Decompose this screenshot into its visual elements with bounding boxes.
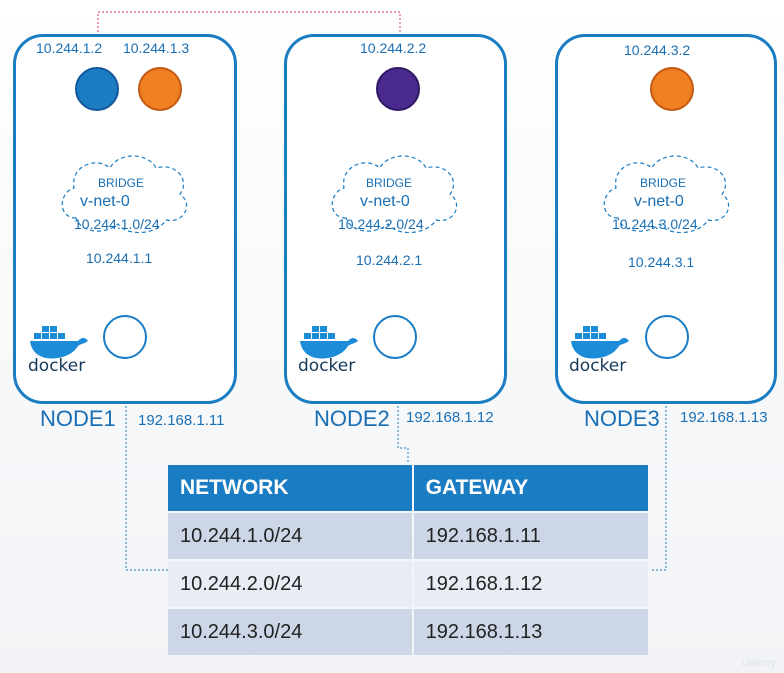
table-row: 10.244.2.0/24 192.168.1.12 bbox=[168, 561, 648, 607]
route-network-cell: 10.244.3.0/24 bbox=[168, 609, 412, 655]
node1-pod1 bbox=[75, 67, 119, 111]
node1-bridge-subnet: 10.244.1.0/24 bbox=[74, 216, 160, 232]
table-row: 10.244.3.0/24 192.168.1.13 bbox=[168, 609, 648, 655]
node1-docker-text: docker bbox=[28, 356, 86, 376]
node3-label: NODE3 bbox=[584, 406, 660, 431]
node3-bridge-subnet: 10.244.3.0/24 bbox=[612, 216, 698, 232]
node1-pod2 bbox=[138, 67, 182, 111]
route-gateway-cell: 192.168.1.12 bbox=[413, 561, 648, 607]
node2-label: NODE2 bbox=[314, 406, 390, 431]
node3-pod-ip: 10.244.3.2 bbox=[624, 42, 691, 58]
node1-route-link bbox=[125, 406, 168, 571]
node1-bridge-label: BRIDGE bbox=[98, 176, 145, 190]
route-table: NETWORK GATEWAY 10.244.1.0/24 192.168.1.… bbox=[166, 463, 650, 657]
node3-bridge-name: v-net-0 bbox=[634, 193, 684, 210]
node1-bridge-cloud bbox=[61, 155, 188, 234]
route-gateway-cell: 192.168.1.13 bbox=[413, 609, 648, 655]
docker-whale-icon bbox=[300, 326, 358, 359]
node3-host-interface bbox=[645, 315, 689, 359]
docker-whale-icon bbox=[571, 326, 629, 359]
node1-docker-logo: docker bbox=[28, 322, 90, 376]
route-table-header: NETWORK GATEWAY bbox=[168, 465, 648, 511]
node2-bridge-cloud bbox=[331, 155, 458, 234]
node2-docker-logo: docker bbox=[298, 322, 360, 376]
node3-pod bbox=[650, 67, 694, 111]
node2-bridge-label: BRIDGE bbox=[366, 176, 413, 190]
node2-bridge-subnet: 10.244.2.0/24 bbox=[338, 216, 424, 232]
route-table-header-network: NETWORK bbox=[168, 465, 412, 511]
docker-whale-icon bbox=[30, 326, 88, 359]
node1-bridge-ip: 10.244.1.1 bbox=[86, 250, 153, 266]
route-network-cell: 10.244.2.0/24 bbox=[168, 561, 412, 607]
node2-host-interface bbox=[373, 315, 417, 359]
node3-docker-text: docker bbox=[569, 356, 627, 376]
table-row: 10.244.1.0/24 192.168.1.11 bbox=[168, 513, 648, 559]
node2-host-ip: 192.168.1.12 bbox=[406, 409, 494, 426]
route-gateway-cell: 192.168.1.11 bbox=[413, 513, 648, 559]
node3-host-ip: 192.168.1.13 bbox=[680, 409, 768, 426]
node1-bridge-name: v-net-0 bbox=[80, 193, 130, 210]
node1-host-interface bbox=[103, 315, 147, 359]
node2-docker-text: docker bbox=[298, 356, 356, 376]
udemy-watermark: Udemy bbox=[741, 657, 776, 669]
node1-host-ip: 192.168.1.11 bbox=[138, 412, 225, 429]
node1-pod2-ip: 10.244.1.3 bbox=[123, 40, 190, 56]
node1-pod1-ip: 10.244.1.2 bbox=[36, 40, 103, 56]
node2-pod bbox=[376, 67, 420, 111]
node2-bridge-ip: 10.244.2.1 bbox=[356, 252, 423, 268]
node3-bridge-ip: 10.244.3.1 bbox=[628, 254, 695, 270]
node2-pod-ip: 10.244.2.2 bbox=[360, 40, 427, 56]
route-network-cell: 10.244.1.0/24 bbox=[168, 513, 412, 559]
route-table-header-gateway: GATEWAY bbox=[413, 465, 648, 511]
node1-label: NODE1 bbox=[40, 406, 116, 431]
node3-bridge-cloud bbox=[603, 155, 730, 234]
node2-bridge-name: v-net-0 bbox=[360, 193, 410, 210]
node3-docker-logo: docker bbox=[569, 322, 631, 376]
node3-bridge-label: BRIDGE bbox=[640, 176, 687, 190]
